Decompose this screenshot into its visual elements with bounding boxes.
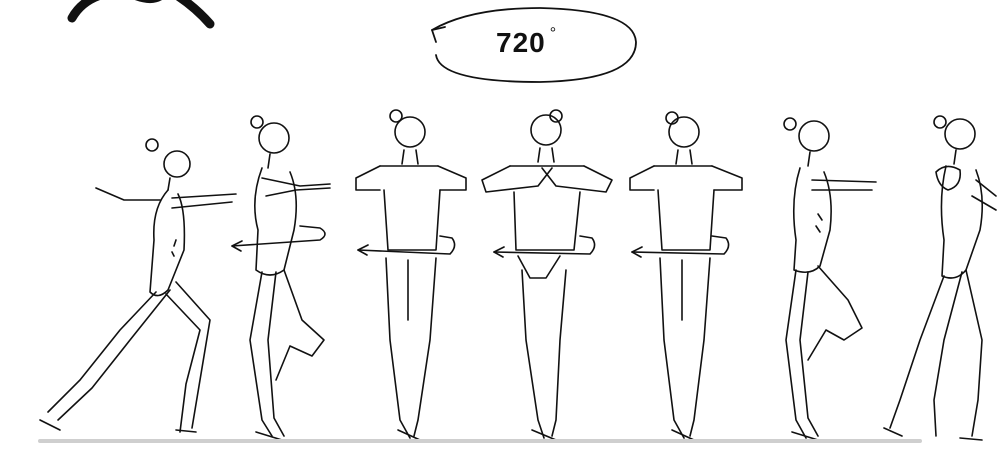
rotation-pictogram-icon: [72, 0, 210, 24]
rotation-value: 720: [496, 27, 546, 58]
rotation-unit: °: [550, 25, 557, 42]
figure-4: [482, 110, 612, 440]
figure-7: [884, 116, 996, 440]
figure-3: [356, 110, 466, 440]
rotation-degree-label: 720°: [496, 27, 557, 59]
figure-6: [784, 118, 876, 440]
figure-5: [630, 112, 742, 440]
figure-1: [40, 139, 236, 432]
figure-2: [232, 116, 330, 440]
